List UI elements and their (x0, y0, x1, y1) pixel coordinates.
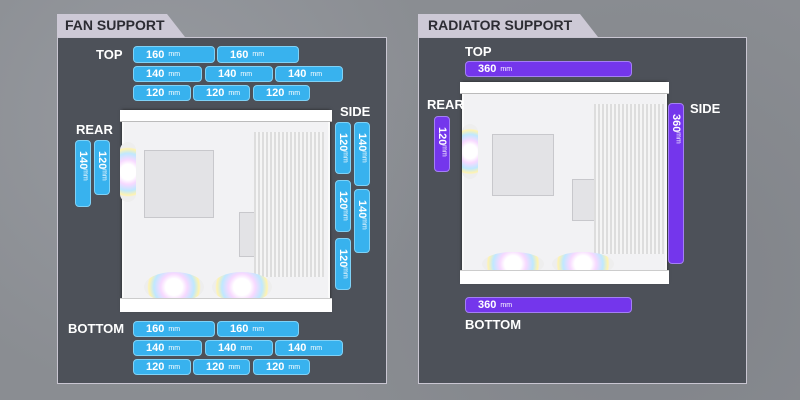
fan-top-label: TOP (96, 47, 123, 62)
radiator-top-label: TOP (465, 44, 492, 59)
fan-rear-label: REAR (76, 122, 113, 137)
radiator-side-label: SIDE (690, 101, 721, 116)
fan-support-title: FAN SUPPORT (57, 14, 185, 37)
pc-case-image (460, 82, 669, 284)
pc-case-image (120, 110, 332, 312)
radiator-rear-label: REAR (427, 97, 464, 112)
fan-bottom-label: BOTTOM (68, 321, 125, 336)
radiator-support-title: RADIATOR SUPPORT (418, 14, 598, 37)
fan-side-label: SIDE (340, 104, 371, 119)
radiator-bottom-label: BOTTOM (465, 317, 522, 332)
